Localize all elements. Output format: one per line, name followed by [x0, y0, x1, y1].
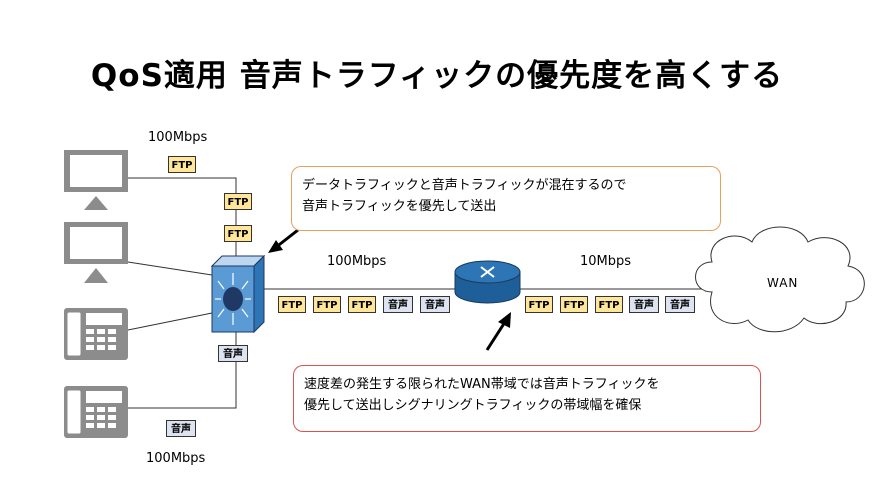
ftp-packet: FTP	[560, 296, 588, 313]
voice-packet: 音声	[420, 296, 450, 313]
link-pc1-switch	[128, 177, 237, 258]
ftp-packet: FTP	[224, 225, 252, 242]
arrow-icon	[268, 228, 299, 253]
speed-label: 100Mbps	[327, 254, 387, 269]
wan-label: WAN	[767, 276, 799, 290]
link-phone1-switch	[127, 312, 213, 331]
ftp-packet: FTP	[525, 296, 553, 313]
ftp-packet: FTP	[278, 296, 306, 313]
ftp-packet: FTP	[168, 156, 196, 173]
callout-text: 速度差の発生する限られたWAN帯域では音声トラフィックを	[304, 377, 660, 392]
speed-label: 100Mbps	[146, 451, 206, 466]
phone-icon	[64, 308, 128, 360]
callout-lan-priority: データトラフィックと音声トラフィックが混在するので 音声トラフィックを優先して送…	[291, 166, 721, 231]
ftp-packet: FTP	[348, 296, 376, 313]
pc-icon	[64, 222, 128, 283]
arrow-icon	[485, 312, 511, 351]
page-title: QoS適用 音声トラフィックの優先度を高くする	[90, 58, 784, 94]
voice-packet: 音声	[665, 296, 695, 313]
voice-packet: 音声	[218, 345, 248, 362]
link-pc2-switch	[127, 261, 213, 276]
callout-text: 音声トラフィックを優先して送出	[302, 199, 497, 214]
callout-text: 優先して送出しシグナリングトラフィックの帯域幅を確保	[304, 398, 642, 413]
pc-icon	[64, 150, 128, 210]
ftp-packet: FTP	[313, 296, 341, 313]
voice-packet: 音声	[629, 296, 659, 313]
voice-packet: 音声	[166, 420, 196, 437]
wan-cloud-icon	[695, 226, 865, 333]
phone-icon	[64, 386, 128, 438]
speed-label: 100Mbps	[148, 130, 208, 145]
router-icon	[454, 260, 521, 304]
callout-wan-priority: 速度差の発生する限られたWAN帯域では音声トラフィックを 優先して送出しシグナリ…	[293, 365, 761, 432]
speed-label: 10Mbps	[580, 254, 632, 269]
ftp-packet: FTP	[224, 193, 252, 210]
link-phone2-switch	[128, 332, 237, 409]
voice-packet: 音声	[383, 296, 413, 313]
callout-text: データトラフィックと音声トラフィックが混在するので	[302, 178, 627, 193]
switch-icon	[210, 254, 266, 334]
ftp-packet: FTP	[595, 296, 623, 313]
